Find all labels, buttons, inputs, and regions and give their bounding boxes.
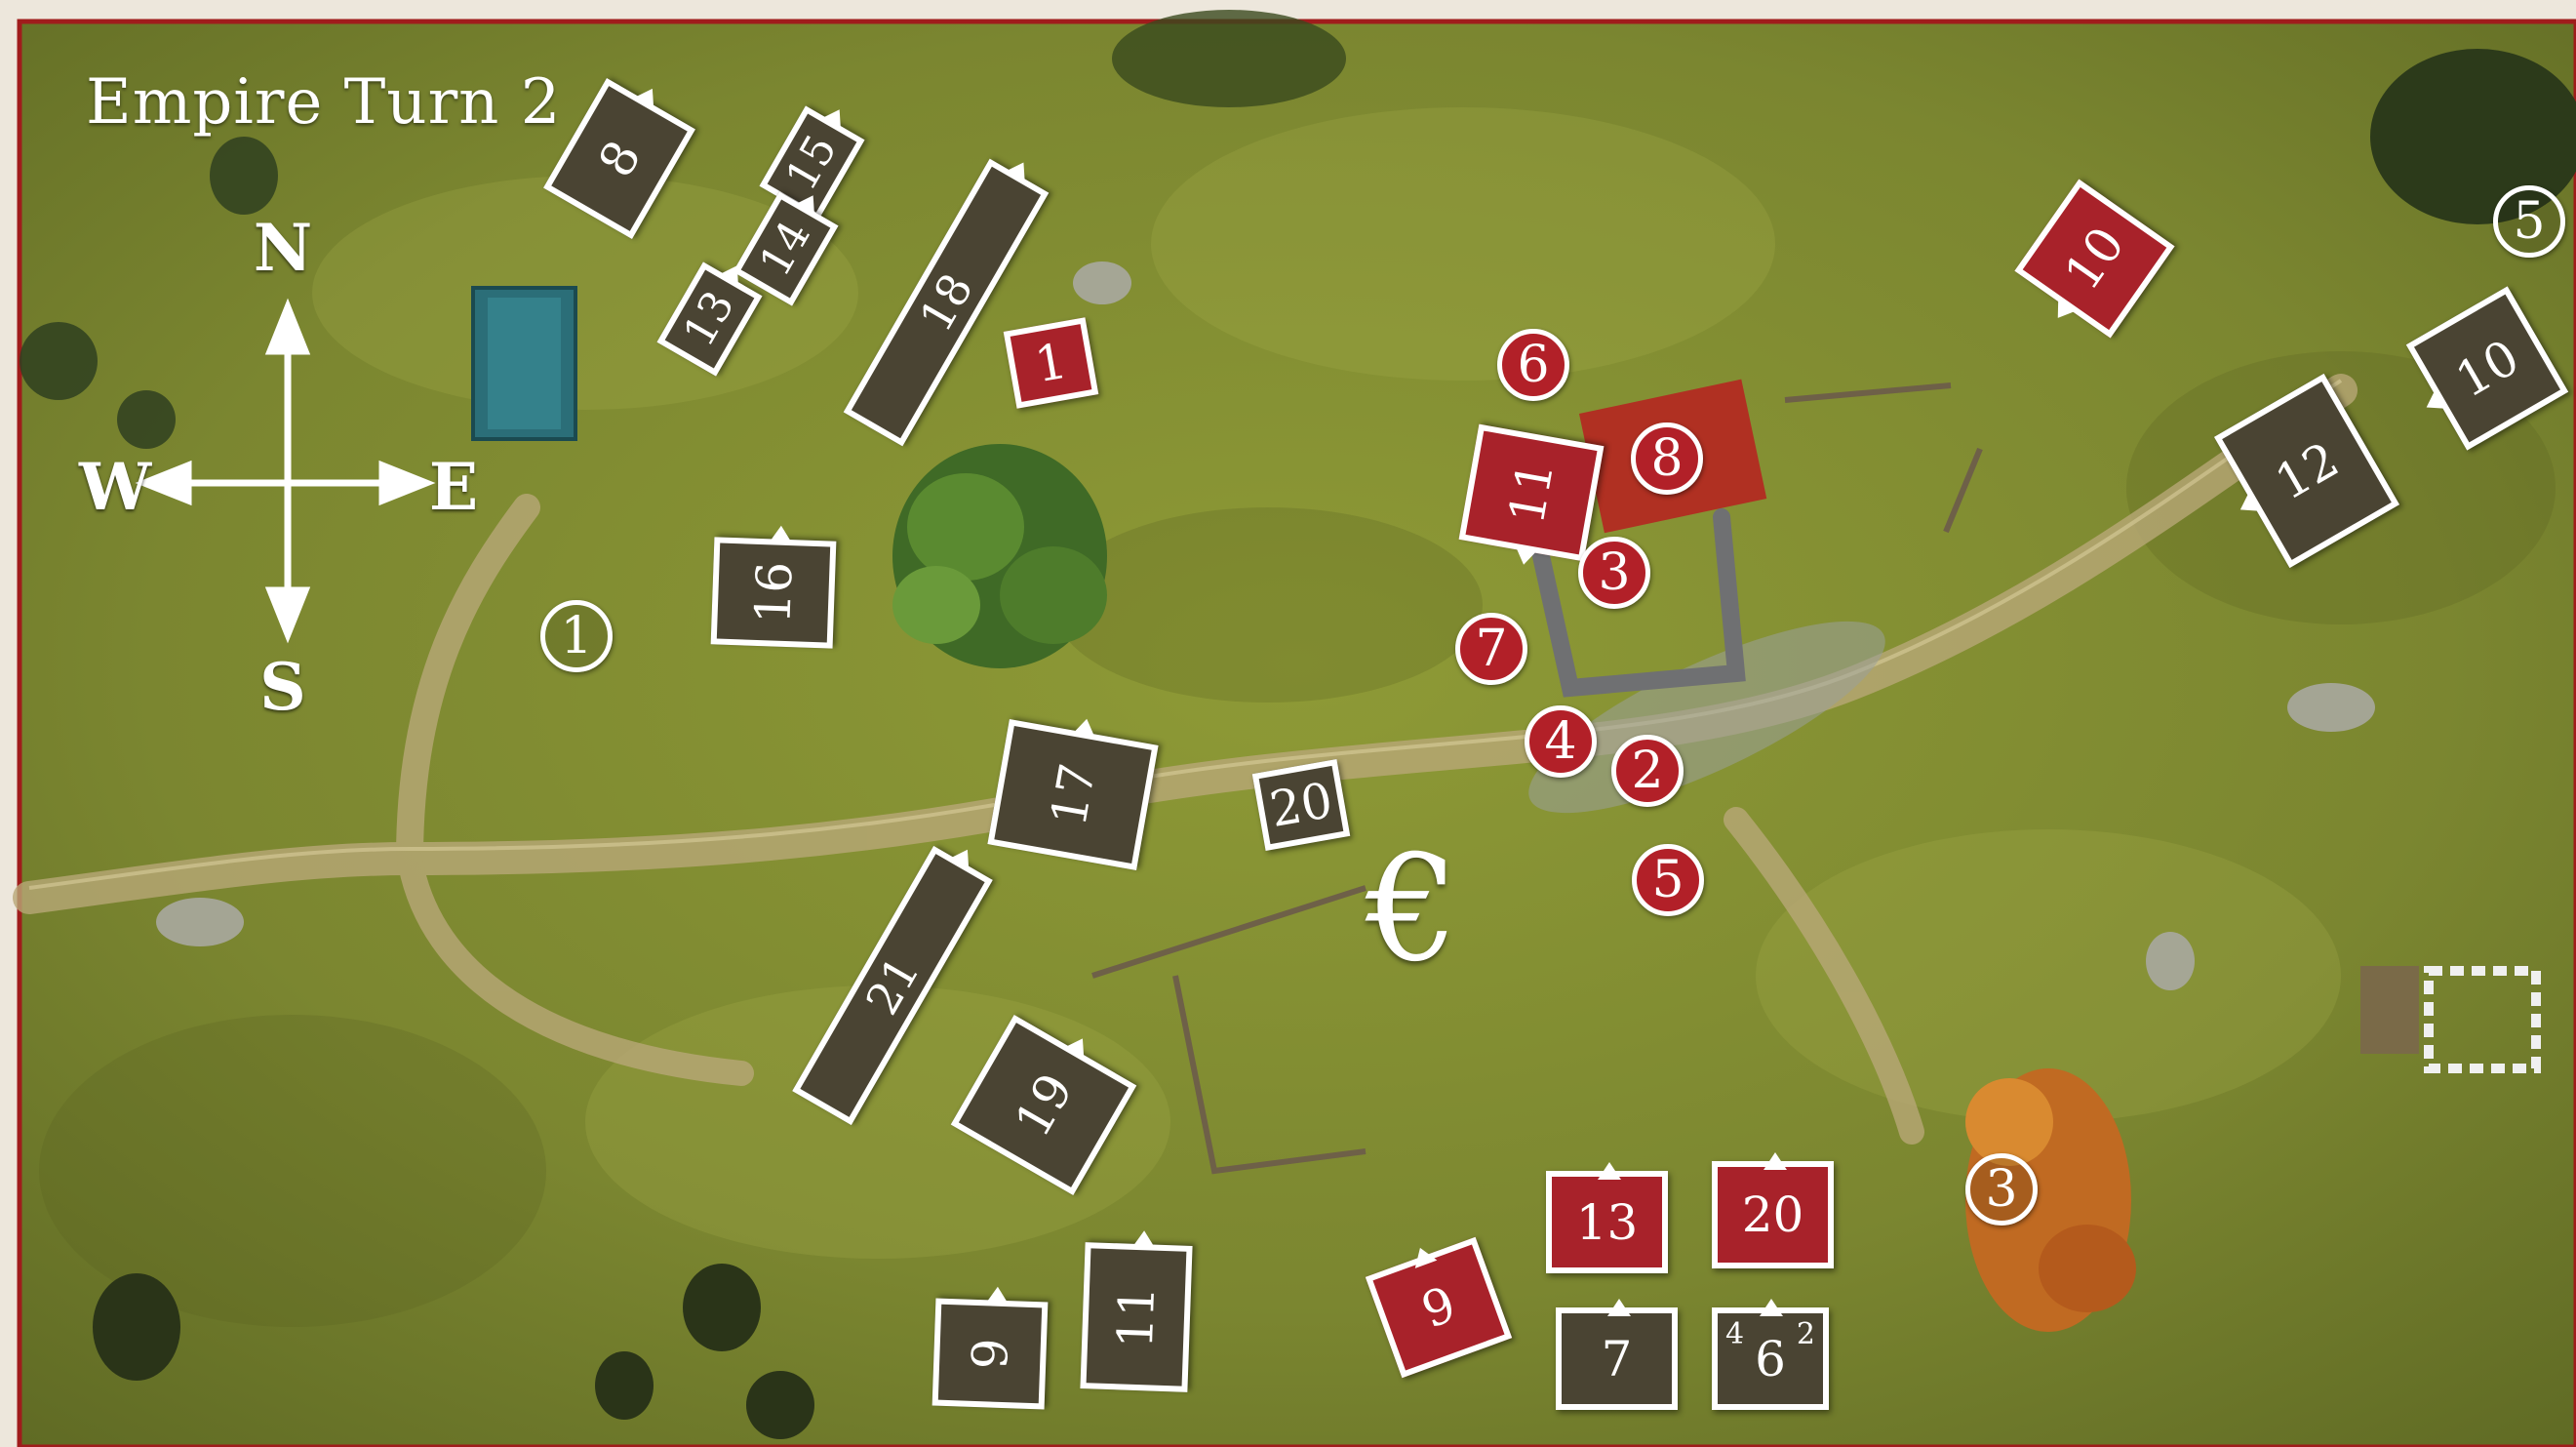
unit-label: 12 [2268, 434, 2346, 507]
empire-unit[interactable]: 9 [932, 1299, 1049, 1410]
unit-label: 18 [912, 266, 979, 339]
unit-label: 10 [2057, 220, 2132, 299]
compass-east: E [415, 449, 493, 525]
unit-label: 20 [1266, 776, 1335, 834]
unit-label: 9 [965, 1338, 1014, 1371]
unit-corner-left: 4 [1725, 1317, 1744, 1351]
empire-unit[interactable]: 6 4 2 [1712, 1307, 1829, 1410]
empire-unit[interactable]: 16 [711, 537, 837, 648]
unit-label: 14 [753, 215, 817, 283]
enemy-unit[interactable]: 20 [1712, 1161, 1834, 1268]
unit-corner-right: 2 [1797, 1317, 1815, 1351]
unit-label: 1 [1031, 337, 1070, 390]
red-marker[interactable]: 5 [1632, 844, 1704, 916]
unit-label: 20 [1742, 1190, 1804, 1239]
enemy-unit[interactable]: 11 [1459, 424, 1605, 562]
empire-unit[interactable]: 7 [1556, 1307, 1678, 1410]
unit-label: 21 [858, 949, 926, 1022]
red-marker[interactable]: 2 [1611, 735, 1684, 807]
page-title: Empire Turn 2 [86, 66, 561, 139]
unit-label: 17 [1044, 760, 1102, 829]
enemy-unit[interactable]: 1 [1004, 317, 1099, 409]
unit-label: 6 [1755, 1335, 1786, 1384]
red-marker[interactable]: 4 [1525, 705, 1597, 778]
empire-unit[interactable]: 17 [987, 719, 1158, 870]
unit-label: 7 [1602, 1335, 1633, 1384]
white-marker[interactable]: 3 [1965, 1153, 2038, 1226]
objective-marker: € [1366, 824, 1458, 994]
white-marker[interactable]: 5 [2493, 185, 2565, 258]
compass-west: W [76, 449, 154, 525]
red-marker[interactable]: 6 [1497, 329, 1569, 401]
enemy-unit[interactable]: 13 [1546, 1171, 1668, 1273]
unit-label: 11 [1111, 1285, 1162, 1348]
unit-label: 8 [590, 133, 648, 184]
compass-south: S [244, 649, 322, 725]
empire-unit[interactable]: 11 [1080, 1242, 1192, 1392]
compass-north: N [244, 210, 322, 286]
empire-unit[interactable]: 20 [1252, 759, 1351, 851]
unit-label: 13 [677, 285, 741, 353]
unit-label: 9 [1416, 1279, 1462, 1336]
red-marker[interactable]: 3 [1578, 537, 1650, 609]
unit-label: 16 [748, 561, 799, 624]
white-marker[interactable]: 1 [540, 600, 613, 672]
unit-label: 10 [2448, 332, 2526, 405]
unit-label: 15 [779, 129, 844, 197]
unit-label: 11 [1502, 458, 1561, 527]
red-marker[interactable]: 8 [1631, 422, 1703, 495]
red-marker[interactable]: 7 [1455, 613, 1527, 685]
unit-label: 13 [1576, 1198, 1639, 1247]
unit-label: 19 [1007, 1065, 1080, 1144]
